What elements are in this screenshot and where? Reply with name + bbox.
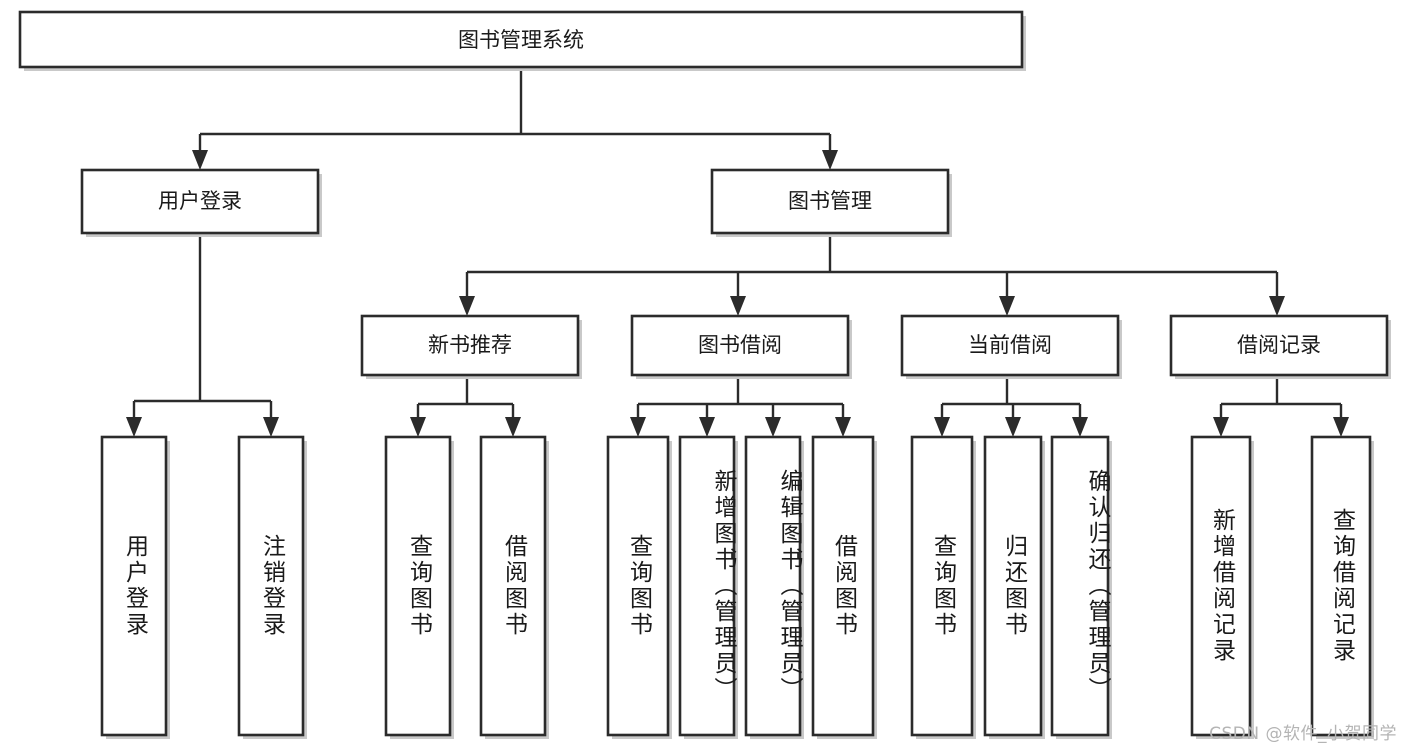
node-new-book-recommend-label: 新书推荐 xyxy=(428,333,512,357)
arrowhead-leaf-edit-book xyxy=(765,417,781,437)
arrowhead-leaf-borrow-book-1 xyxy=(505,417,521,437)
arrowhead-new-book-rec xyxy=(459,296,475,316)
leaf-node-query-book-rec[interactable] xyxy=(384,435,454,739)
node-user-login[interactable]: 用户登录 xyxy=(80,168,322,237)
arrowhead-current-borrow xyxy=(999,296,1015,316)
node-book-borrow[interactable]: 图书借阅 xyxy=(630,314,852,379)
leaf-borrow-book-rec-rect xyxy=(479,435,547,737)
arrowhead-leaf-query-book-1 xyxy=(410,417,426,437)
node-current-borrow[interactable]: 当前借阅 xyxy=(900,314,1122,379)
arrowhead-leaf-query-record xyxy=(1333,417,1349,437)
node-user-login-rect xyxy=(80,168,320,235)
leaf-node-return-book[interactable] xyxy=(983,435,1045,739)
leaf-add-book-rect xyxy=(678,435,736,737)
leaf-node-query-book-current[interactable] xyxy=(910,435,976,739)
node-root[interactable]: 图书管理系统 xyxy=(18,10,1026,71)
arrowhead-book-mgmt xyxy=(822,150,838,170)
node-borrow-record[interactable]: 借阅记录 xyxy=(1169,314,1391,379)
leaf-node-logout[interactable] xyxy=(237,435,307,739)
arrowhead-leaf-query-book-2 xyxy=(630,417,646,437)
leaf-node-add-borrow-record[interactable] xyxy=(1190,435,1254,739)
connector-layer xyxy=(126,67,1349,437)
node-layer: 图书管理系统 用户登录 图书管理 新书推荐 xyxy=(18,10,1391,739)
leaf-edit-book-rect xyxy=(744,435,802,737)
node-book-management-rect xyxy=(710,168,950,235)
node-current-borrow-label: 当前借阅 xyxy=(968,333,1052,357)
leaf-node-add-book[interactable] xyxy=(678,435,738,739)
node-new-book-recommend-rect xyxy=(360,314,580,377)
arrowhead-user-login xyxy=(192,150,208,170)
node-root-label: 图书管理系统 xyxy=(458,28,584,52)
node-user-login-label: 用户登录 xyxy=(158,189,242,213)
arrowhead-leaf-confirm-return xyxy=(1072,417,1088,437)
leaf-node-user-login[interactable] xyxy=(100,435,170,739)
leaf-borrow-book-rect xyxy=(811,435,875,737)
leaf-node-query-borrow-record[interactable] xyxy=(1310,435,1374,739)
arrowhead-book-borrow xyxy=(730,296,746,316)
leaf-node-confirm-return[interactable] xyxy=(1050,435,1112,739)
node-borrow-record-rect xyxy=(1169,314,1389,377)
arrowhead-leaf-add-record xyxy=(1213,417,1229,437)
leaf-query-book-borrow-rect xyxy=(606,435,670,737)
leaf-add-borrow-record-rect xyxy=(1190,435,1252,737)
arrowhead-leaf-logout xyxy=(263,417,279,437)
csdn-watermark: CSDN @软件_小贺同学 xyxy=(1209,724,1397,744)
node-book-borrow-rect xyxy=(630,314,850,377)
node-book-management-label: 图书管理 xyxy=(788,189,872,213)
node-borrow-record-label: 借阅记录 xyxy=(1237,333,1321,357)
node-new-book-recommend[interactable]: 新书推荐 xyxy=(360,314,582,379)
arrowhead-leaf-query-book-3 xyxy=(934,417,950,437)
leaf-node-query-book-borrow[interactable] xyxy=(606,435,672,739)
arrowhead-borrow-record xyxy=(1269,296,1285,316)
leaf-node-edit-book[interactable] xyxy=(744,435,804,739)
arrowhead-leaf-user-login xyxy=(126,417,142,437)
leaf-logout-rect xyxy=(237,435,305,737)
arrowhead-leaf-add-book xyxy=(699,417,715,437)
leaf-query-book-current-rect xyxy=(910,435,974,737)
arrowhead-leaf-return-book xyxy=(1005,417,1021,437)
leaf-query-book-rec-rect xyxy=(384,435,452,737)
leaf-confirm-return-rect xyxy=(1050,435,1110,737)
arrowhead-leaf-borrow-book-2 xyxy=(835,417,851,437)
leaf-query-borrow-record-rect xyxy=(1310,435,1372,737)
leaf-node-borrow-book[interactable] xyxy=(811,435,877,739)
node-book-borrow-label: 图书借阅 xyxy=(698,333,782,357)
node-current-borrow-rect xyxy=(900,314,1120,377)
node-root-rect xyxy=(18,10,1024,69)
leaf-node-borrow-book-rec[interactable] xyxy=(479,435,549,739)
leaf-user-login-rect xyxy=(100,435,168,737)
leaf-return-book-rect xyxy=(983,435,1043,737)
node-book-management[interactable]: 图书管理 xyxy=(710,168,952,237)
